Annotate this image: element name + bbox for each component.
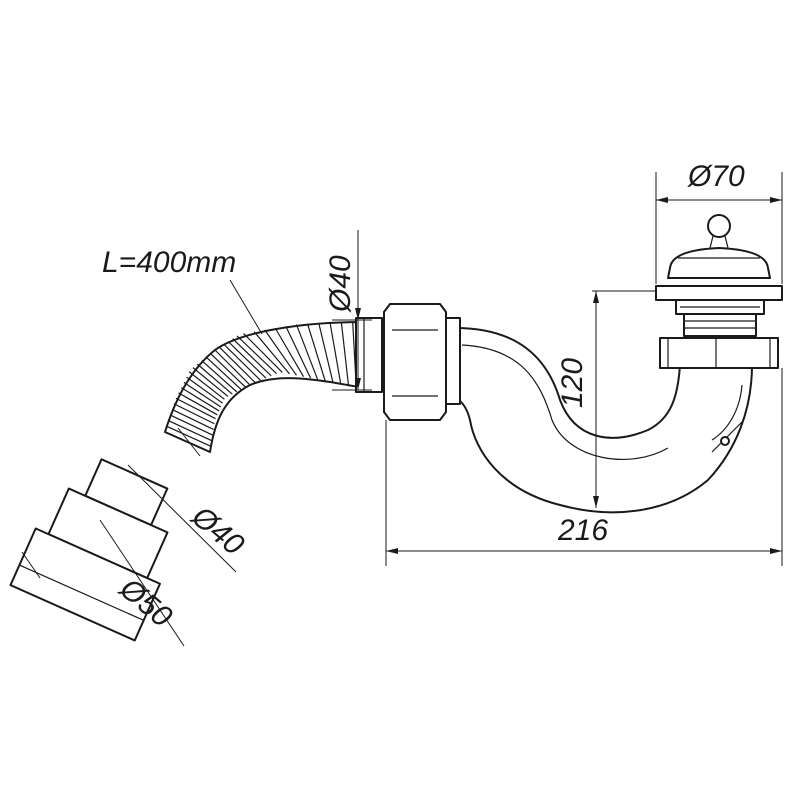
outlet-inner-diameter-label: Ø40	[185, 499, 251, 562]
hose-rib	[295, 324, 319, 380]
hose-diameter-label: Ø40	[324, 255, 357, 313]
hose-corrugations	[166, 322, 357, 447]
hose-rib	[186, 376, 223, 404]
hose-rib	[340, 322, 350, 386]
hose-rib	[253, 331, 290, 375]
hose-rib	[232, 338, 272, 377]
hose-length-label: L=400mm	[102, 246, 236, 279]
hose-rib	[285, 326, 312, 379]
trap-tube	[439, 327, 753, 514]
hose-rib	[243, 332, 283, 373]
hose-rib	[223, 343, 262, 381]
hose-rib	[201, 360, 238, 393]
flexible-hose	[164, 321, 365, 453]
hose-rib	[168, 420, 213, 442]
trap-height-label: 120	[556, 358, 589, 408]
hose-rib	[214, 349, 251, 386]
hose-rib	[274, 327, 305, 378]
drain-fitting	[655, 214, 783, 369]
hose-rib	[178, 392, 218, 416]
hose-rib	[170, 414, 213, 436]
hose-rib	[329, 322, 342, 384]
hose-rib	[171, 408, 214, 430]
trap-width-label: 216	[557, 514, 608, 547]
hose-rib	[236, 335, 277, 374]
outlet-adapter	[9, 458, 169, 642]
hose-rib	[227, 341, 267, 379]
hose-rib	[306, 323, 326, 382]
hose-rib	[210, 353, 247, 388]
trap-side-nipple	[711, 421, 743, 453]
hose-rib	[173, 403, 215, 425]
drain-diameter-label: Ø70	[687, 160, 745, 193]
hose-rib	[218, 346, 256, 384]
hose-rib	[183, 381, 222, 408]
hose-rib	[166, 425, 212, 447]
hose-rib	[175, 397, 216, 420]
hose-rib	[318, 323, 334, 383]
hose-rib	[264, 329, 297, 376]
hose-rib	[180, 387, 220, 412]
union-nut	[383, 303, 461, 421]
dimension-lines	[21, 172, 783, 647]
hose-rib	[196, 363, 233, 395]
hose-rib	[205, 356, 242, 391]
hose-rib	[192, 367, 229, 397]
hose-rib	[188, 371, 225, 400]
